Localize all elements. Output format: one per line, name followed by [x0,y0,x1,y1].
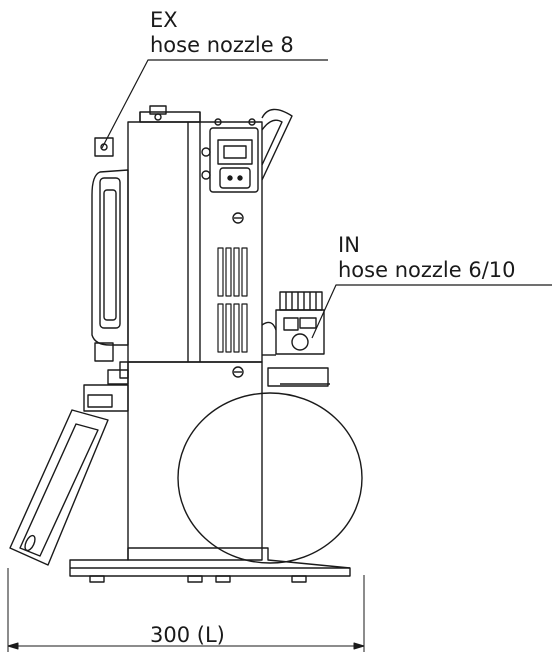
ex-label-detail: hose nozzle 8 [150,33,294,57]
inlet-fitting [261,291,325,356]
dimension-label: 300 (L) [150,623,225,647]
base-plate [69,547,351,583]
ex-label-title: EX [150,8,178,32]
main-housing-lower [119,361,263,561]
dimension-line [7,568,365,652]
in-label-detail: hose nozzle 6/10 [338,258,516,282]
ex-leader-line [101,59,328,149]
control-panel [201,118,259,224]
ventilation-grille [217,247,248,353]
tilted-support-bracket [9,409,109,566]
carrying-handle [261,108,293,181]
glass-flask [177,367,363,564]
pump-head-left [83,137,129,412]
in-leader-line [311,284,552,339]
in-label-title: IN [338,233,360,257]
